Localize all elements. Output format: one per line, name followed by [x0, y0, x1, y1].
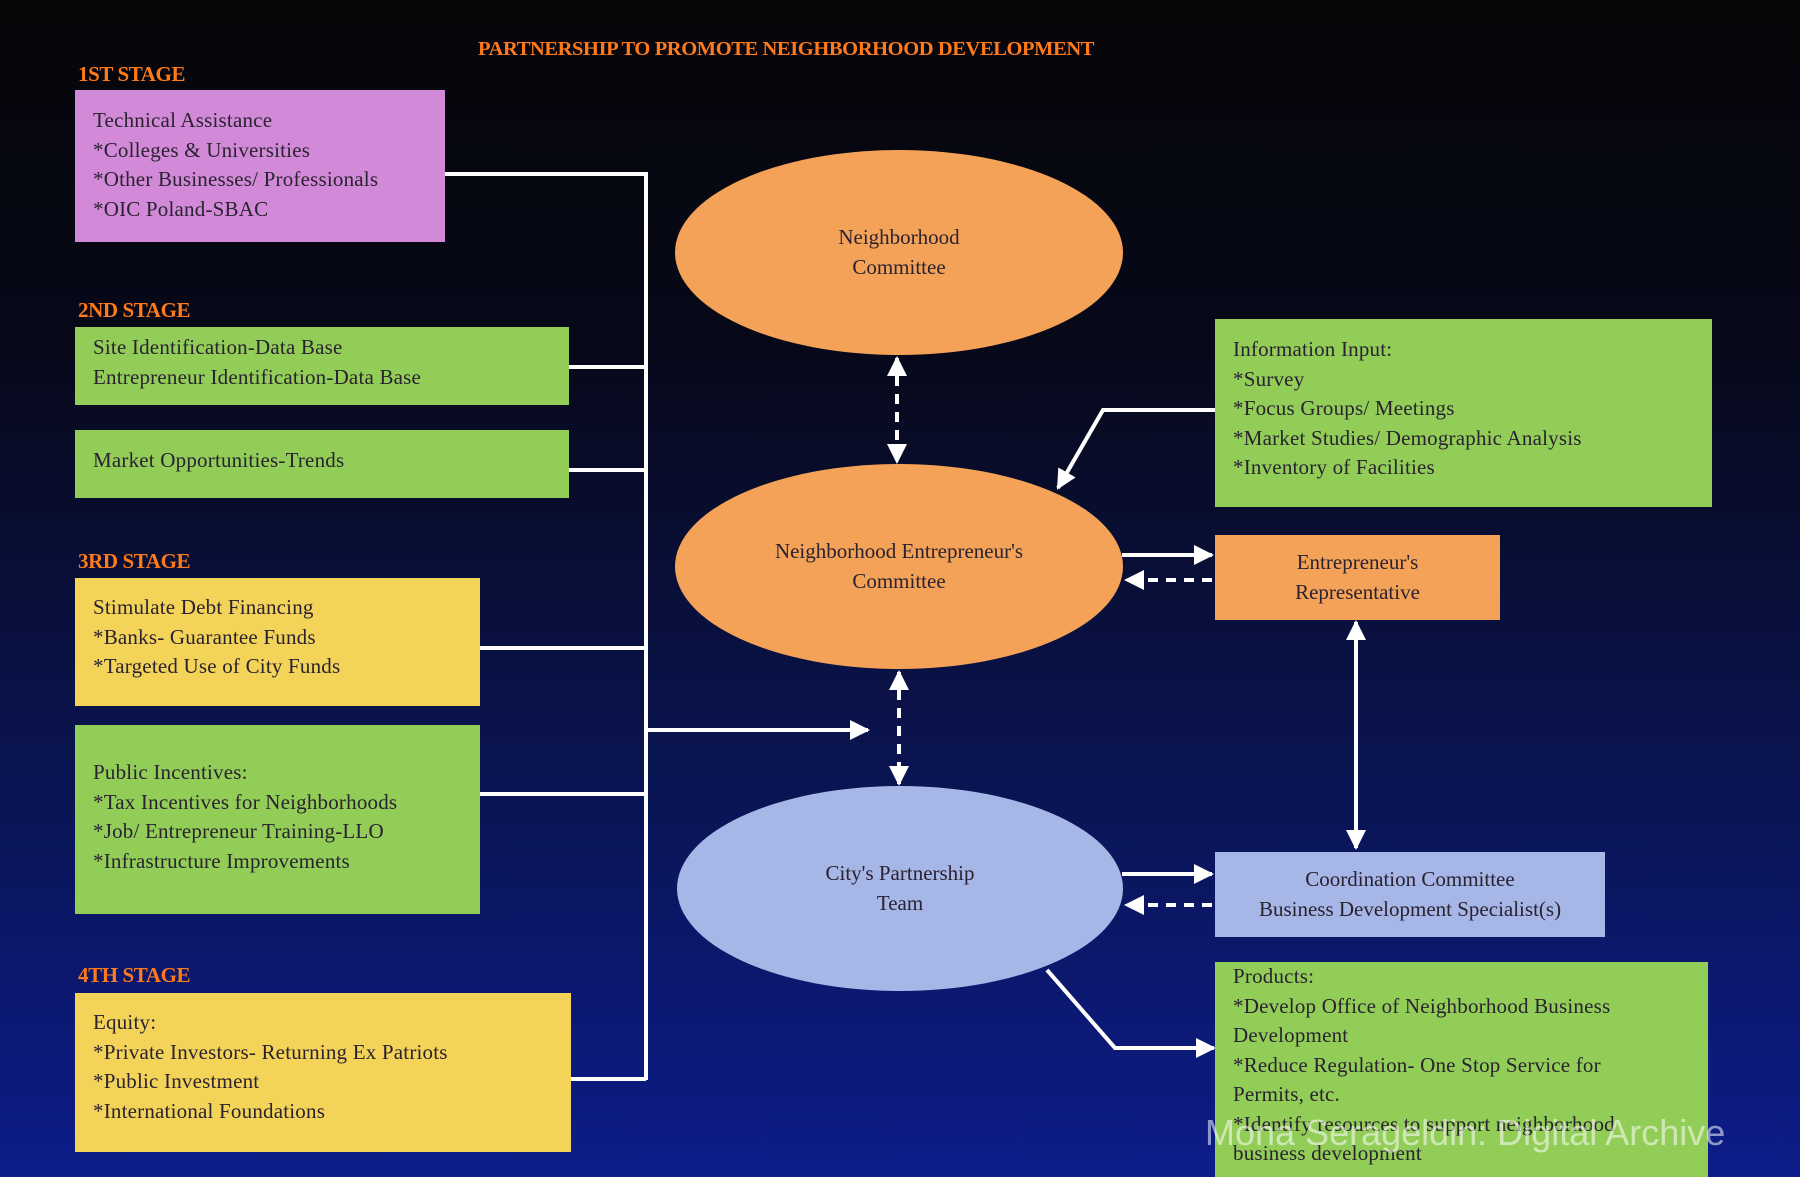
rep-line-1: Entrepreneur's	[1296, 550, 1419, 574]
equity-line-2: *Private Investors- Returning Ex Patriot…	[93, 1039, 448, 1064]
technical-assistance-box: Technical Assistance *Colleges & Univers…	[75, 90, 445, 242]
coordination-committee-box: Coordination Committee Business Developm…	[1215, 852, 1605, 937]
info-line-2: *Survey	[1233, 366, 1305, 391]
debt-financing-box: Stimulate Debt Financing *Banks- Guarant…	[75, 578, 480, 706]
products-line-4: *Reduce Regulation- One Stop Service for	[1233, 1052, 1601, 1077]
neighborhood-committee-ellipse: Neighborhood Committee	[675, 150, 1123, 355]
equity-line-1: Equity:	[93, 1010, 157, 1034]
site-identification-box: Site Identification-Data Base Entreprene…	[75, 327, 569, 405]
information-input-box: Information Input: *Survey *Focus Groups…	[1215, 319, 1712, 507]
coord-line-2: Business Development Specialist(s)	[1258, 896, 1562, 921]
stage-2-label: 2ND STAGE	[78, 298, 191, 322]
products-line-5: Permits, etc.	[1233, 1082, 1340, 1106]
entrepreneurs-committee-ellipse: Neighborhood Entrepreneur's Committee	[675, 464, 1123, 669]
market-opportunities-box: Market Opportunities-Trends	[75, 430, 569, 498]
stage-3-label: 3RD STAGE	[78, 549, 191, 573]
entrepreneurs-line-1: Neighborhood Entrepreneur's	[774, 539, 1024, 563]
city-partnership-team-ellipse: City's Partnership Team	[677, 786, 1123, 991]
products-box: Products: *Develop Office of Neighborhoo…	[1215, 962, 1708, 1177]
arrow-info-to-committee	[1056, 408, 1215, 490]
coord-line-1: Coordination Committee	[1305, 867, 1515, 891]
incentives-line-1: Public Incentives:	[93, 760, 248, 784]
info-line-1: Information Input:	[1233, 337, 1393, 361]
neighborhood-line-2: Committee	[852, 254, 946, 279]
products-line-3: Development	[1233, 1023, 1349, 1047]
products-line-2: *Develop Office of Neighborhood Business	[1233, 993, 1611, 1018]
entrepreneurs-representative-box: Entrepreneur's Representative	[1215, 535, 1500, 620]
market-line-1: Market Opportunities-Trends	[93, 448, 345, 472]
debt-line-2: *Banks- Guarantee Funds	[93, 624, 316, 649]
info-line-4: *Market Studies/ Demographic Analysis	[1233, 425, 1582, 450]
info-line-5: *Inventory of Facilities	[1233, 455, 1435, 479]
debt-line-3: *Targeted Use of City Funds	[93, 654, 341, 678]
site-line-1: Site Identification-Data Base	[93, 335, 343, 359]
city-line-1: City's Partnership	[825, 861, 975, 885]
technical-line-1: Technical Assistance	[93, 108, 273, 132]
archive-watermark: Mona Serageldin: Digital Archive	[1205, 1112, 1726, 1153]
city-line-2: Team	[876, 890, 924, 915]
incentives-line-3: *Job/ Entrepreneur Training-LLO	[93, 819, 384, 843]
technical-line-2: *Colleges & Universities	[93, 137, 311, 162]
products-line-6: *Identify resources to support neighborh…	[1233, 1111, 1615, 1136]
equity-box: Equity: *Private Investors- Returning Ex…	[75, 993, 571, 1152]
info-line-3: *Focus Groups/ Meetings	[1233, 396, 1455, 420]
rep-line-2: Representative	[1295, 579, 1420, 604]
debt-line-1: Stimulate Debt Financing	[93, 595, 314, 619]
stage-1-label: 1ST STAGE	[78, 62, 186, 86]
equity-line-4: *International Foundations	[93, 1098, 326, 1123]
products-line-1: Products:	[1233, 964, 1315, 988]
technical-line-3: *Other Businesses/ Professionals	[93, 167, 379, 191]
neighborhood-line-1: Neighborhood	[838, 225, 960, 249]
equity-line-3: *Public Investment	[93, 1069, 260, 1093]
entrepreneurs-line-2: Committee	[852, 568, 946, 593]
site-line-2: Entrepreneur Identification-Data Base	[93, 364, 422, 389]
stage-4-label: 4TH STAGE	[78, 963, 191, 987]
arrow-city-to-products	[1045, 968, 1216, 1058]
public-incentives-box: Public Incentives: *Tax Incentives for N…	[75, 725, 480, 914]
diagram-title: PARTNERSHIP TO PROMOTE NEIGHBORHOOD DEVE…	[478, 38, 1095, 60]
incentives-line-2: *Tax Incentives for Neighborhoods	[93, 789, 398, 814]
products-line-7: business development	[1233, 1141, 1422, 1165]
technical-line-4: *OIC Poland-SBAC	[93, 196, 269, 221]
incentives-line-4: *Infrastructure Improvements	[93, 848, 350, 873]
